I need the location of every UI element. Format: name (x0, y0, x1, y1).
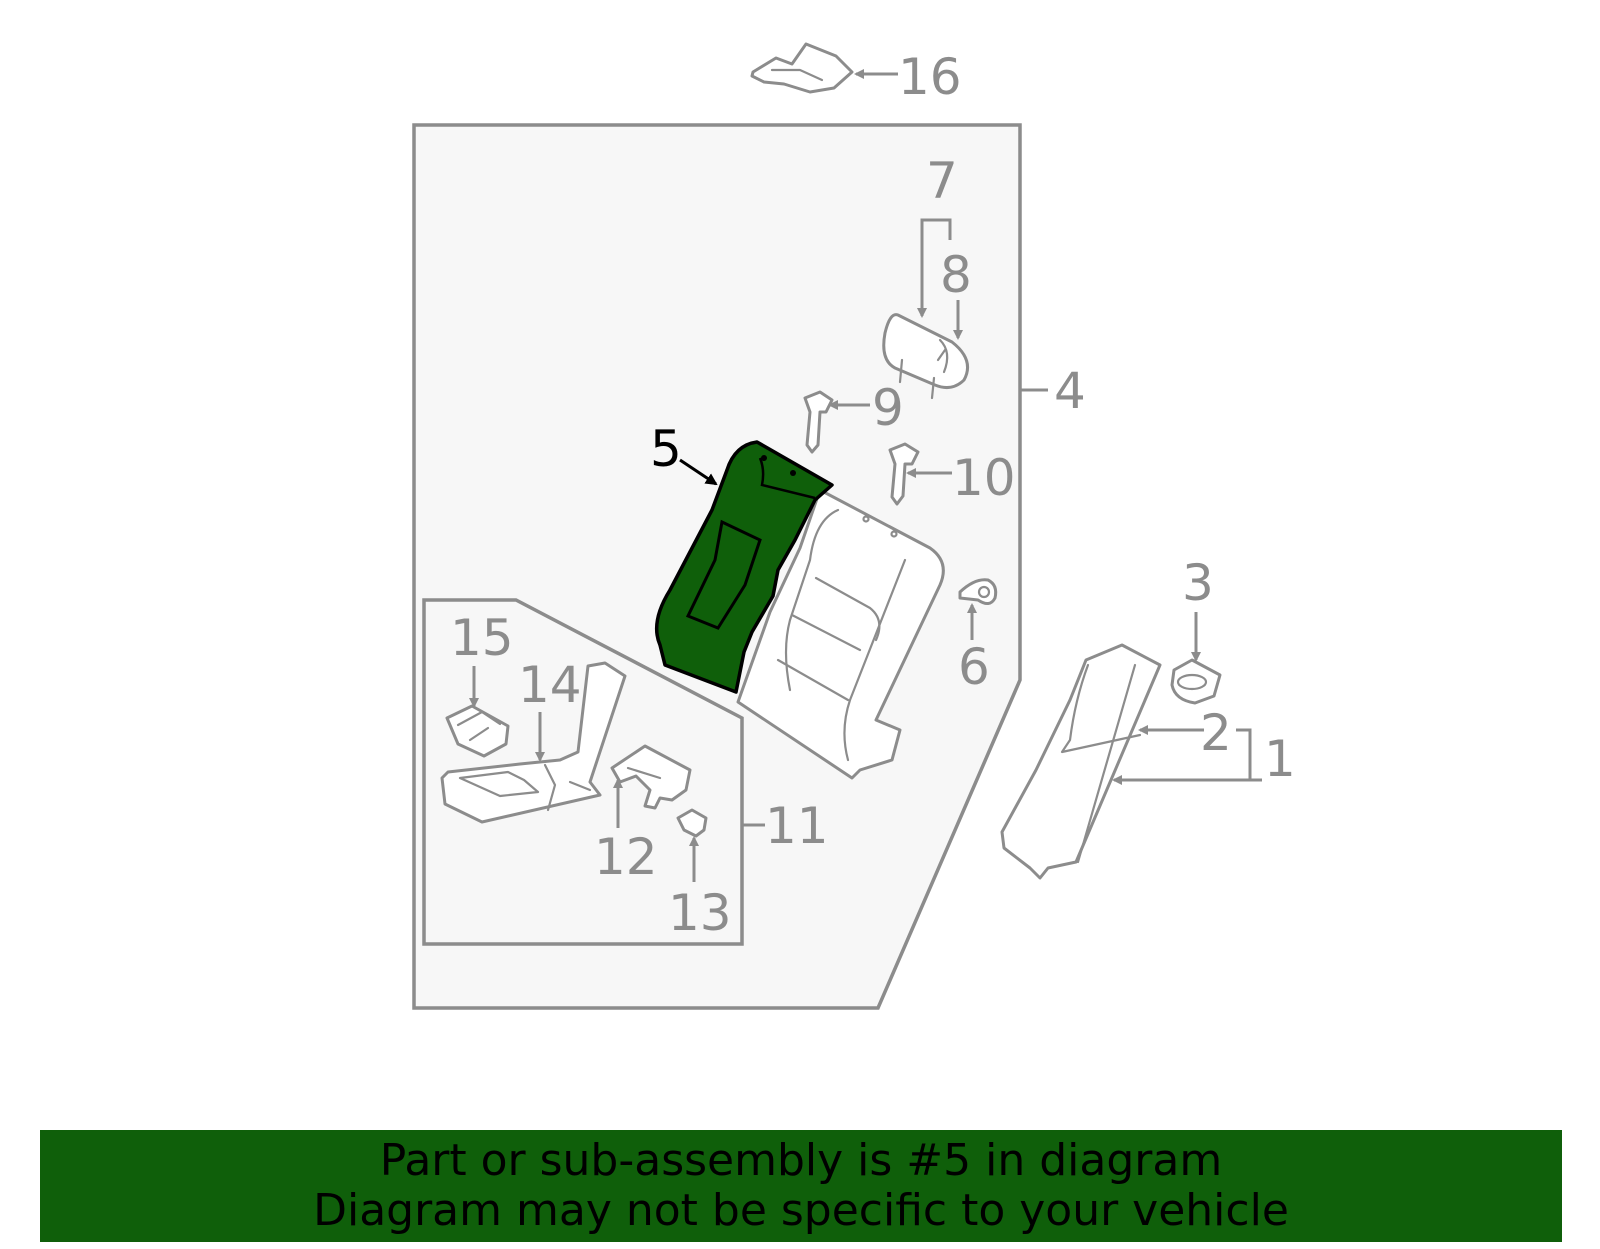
callout-5: 5 (650, 420, 682, 478)
part-16-bracket (750, 42, 898, 94)
callout-14: 14 (518, 656, 582, 714)
callout-2: 2 (1200, 704, 1232, 762)
info-banner: Part or sub-assembly is #5 in diagram Di… (40, 1130, 1562, 1242)
part-14-armrest (440, 661, 627, 824)
part-12-bracket (610, 744, 692, 828)
part-5-seatback-highlighted (654, 440, 834, 694)
callout-8: 8 (940, 246, 972, 304)
part-13-bolt (676, 808, 708, 882)
callout-16: 16 (898, 48, 962, 106)
callout-3: 3 (1182, 554, 1214, 612)
callout-13: 13 (668, 884, 732, 942)
callout-9: 9 (872, 379, 904, 437)
seat-back (736, 488, 945, 780)
callout-15: 15 (450, 609, 514, 667)
callout-7: 7 (926, 152, 958, 210)
callout-6: 6 (958, 638, 990, 696)
part-10-guide (888, 442, 952, 506)
callout-11: 11 (765, 797, 829, 855)
part-3-clip (1170, 612, 1222, 705)
callout-12: 12 (594, 828, 658, 886)
callout-1: 1 (1264, 730, 1296, 788)
part-15-cup-holder (445, 666, 510, 758)
part-7-8-headrest (882, 218, 969, 400)
part-6-clip (958, 578, 998, 640)
part-1-2-seat-side (1000, 643, 1262, 880)
callout-10: 10 (952, 449, 1016, 507)
banner-line-2: Diagram may not be specific to your vehi… (313, 1185, 1289, 1236)
part-9-guide (803, 390, 870, 454)
callout-4: 4 (1054, 362, 1086, 420)
banner-line-1: Part or sub-assembly is #5 in diagram (379, 1135, 1223, 1186)
